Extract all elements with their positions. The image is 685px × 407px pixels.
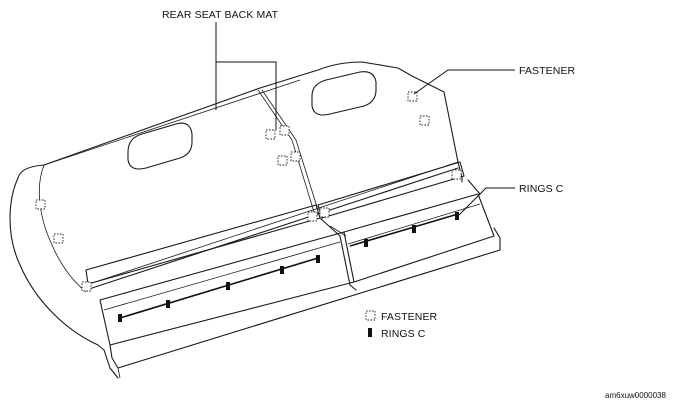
fastener-marker	[265, 129, 276, 140]
cushion-frame	[99, 179, 501, 379]
fastener-marker	[307, 211, 318, 222]
fastener-marker	[451, 169, 462, 180]
ring-marker	[412, 225, 416, 233]
legend-fastener-label: FASTENER	[381, 311, 438, 323]
fastener-marker	[53, 233, 64, 244]
label-fastener: FASTENER	[519, 65, 576, 77]
handle-left	[127, 122, 193, 170]
label-rear-seat-back-mat: REAR SEAT BACK MAT	[162, 9, 279, 21]
ring-marker	[316, 255, 320, 263]
ring-marker	[280, 266, 284, 274]
leader-lines	[215, 22, 515, 217]
legend-fastener-icon	[365, 310, 376, 321]
rings-c	[118, 212, 459, 322]
ring-marker	[166, 300, 170, 308]
label-rings-c: RINGS C	[519, 183, 564, 195]
fastener-marker	[279, 125, 290, 136]
fastener-marker	[81, 281, 92, 292]
ring-marker	[118, 314, 122, 322]
fastener-marker	[35, 199, 46, 210]
fastener-marker	[419, 115, 430, 126]
legend-ring-icon	[368, 328, 372, 337]
ring-marker	[226, 282, 230, 290]
image-code: am6xuw0000038	[605, 391, 666, 400]
fastener-marker	[290, 151, 301, 162]
fasteners	[35, 91, 462, 292]
fastener-marker	[277, 155, 288, 166]
ring-marker	[455, 212, 459, 220]
trim-rails	[85, 161, 465, 285]
seat-back-outline	[9, 61, 463, 351]
fastener-marker	[319, 207, 330, 218]
ring-marker	[364, 239, 368, 247]
fastener-marker	[407, 91, 418, 102]
handle-right	[311, 71, 377, 116]
legend-rings-c-label: RINGS C	[381, 328, 426, 340]
legend: FASTENER RINGS C	[365, 310, 438, 340]
